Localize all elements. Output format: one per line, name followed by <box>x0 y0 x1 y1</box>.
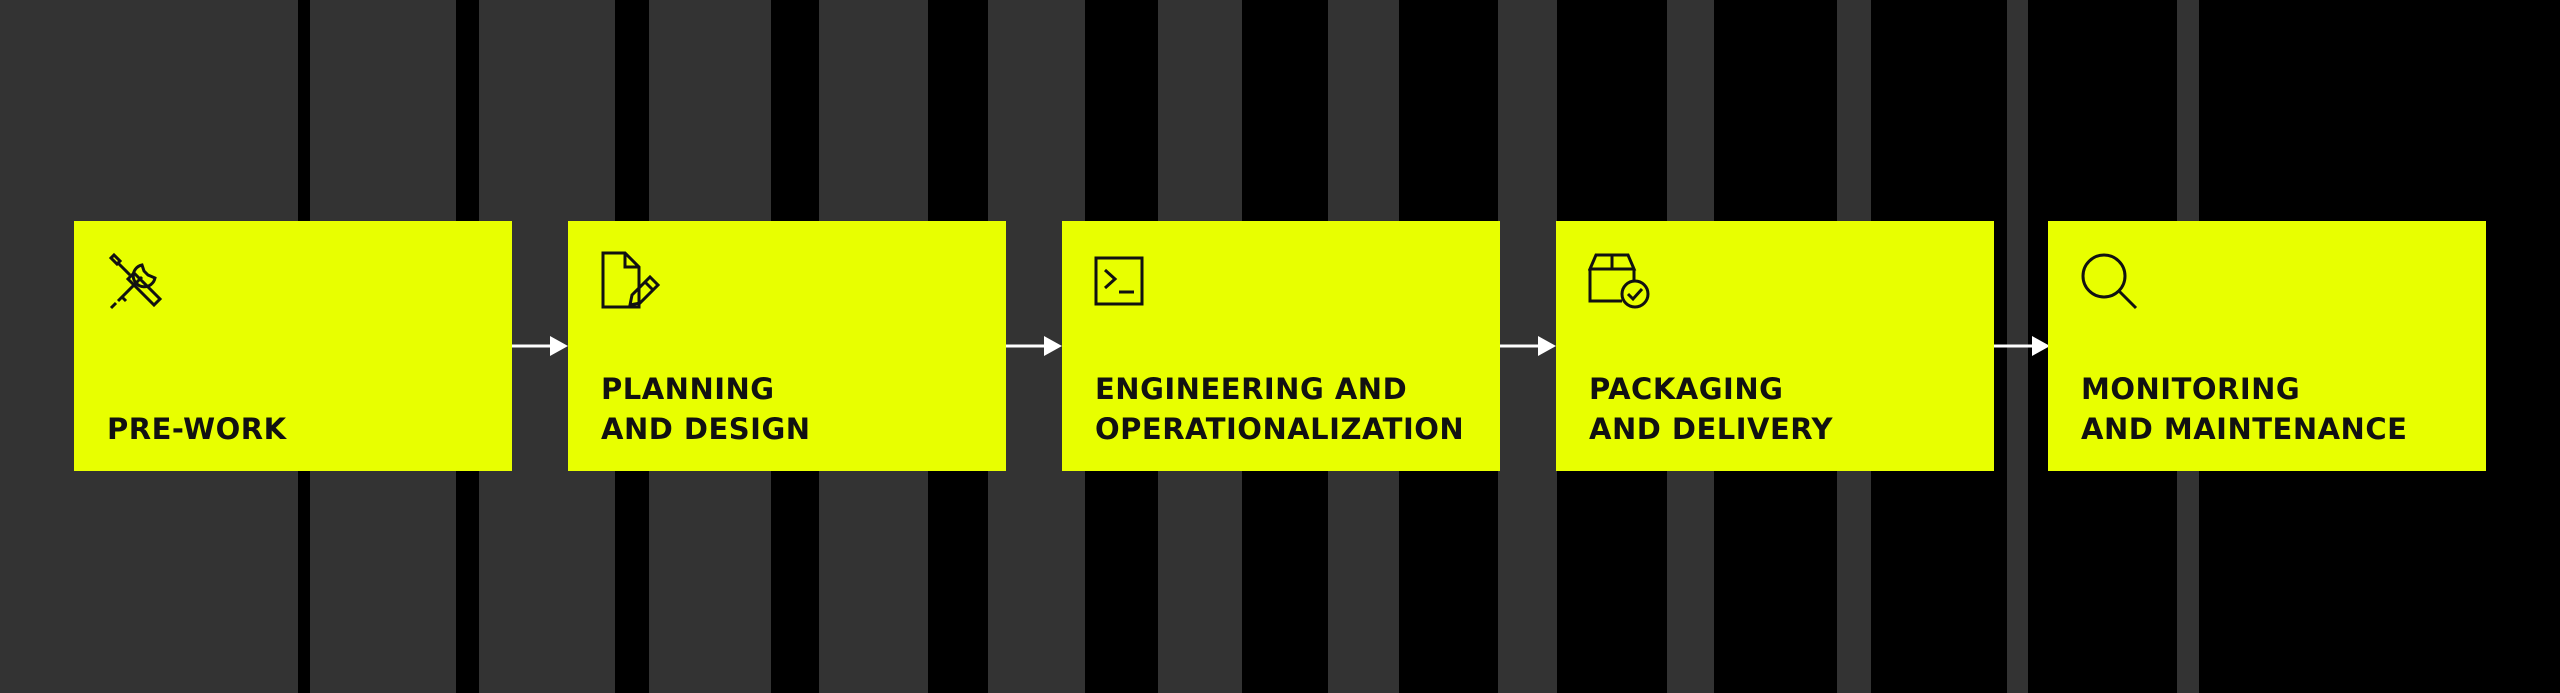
step-label: PRE-WORK <box>107 412 287 446</box>
arrow-connector <box>1994 334 2050 358</box>
step-label: PACKAGING AND DELIVERY <box>1589 372 1834 446</box>
terminal-icon <box>1094 251 1156 313</box>
step-label: PLANNING AND DESIGN <box>601 372 811 446</box>
step-planning-and-design: PLANNING AND DESIGN <box>568 221 1006 471</box>
search-icon <box>2080 251 2142 313</box>
step-monitoring-and-maintenance: MONITORING AND MAINTENANCE <box>2048 221 2486 471</box>
step-packaging-and-delivery: PACKAGING AND DELIVERY <box>1556 221 1994 471</box>
arrow-connector <box>1006 334 1062 358</box>
step-label: ENGINEERING AND OPERATIONALIZATION <box>1095 372 1465 446</box>
arrow-connector <box>1500 334 1556 358</box>
step-engineering-and-operationalization: ENGINEERING AND OPERATIONALIZATION <box>1062 221 1500 471</box>
arrow-connector <box>512 334 568 358</box>
tools-icon <box>106 251 168 313</box>
package-check-icon <box>1588 251 1650 313</box>
step-pre-work: PRE-WORK <box>74 221 512 471</box>
step-label: MONITORING AND MAINTENANCE <box>2081 372 2408 446</box>
document-edit-icon <box>600 251 662 313</box>
